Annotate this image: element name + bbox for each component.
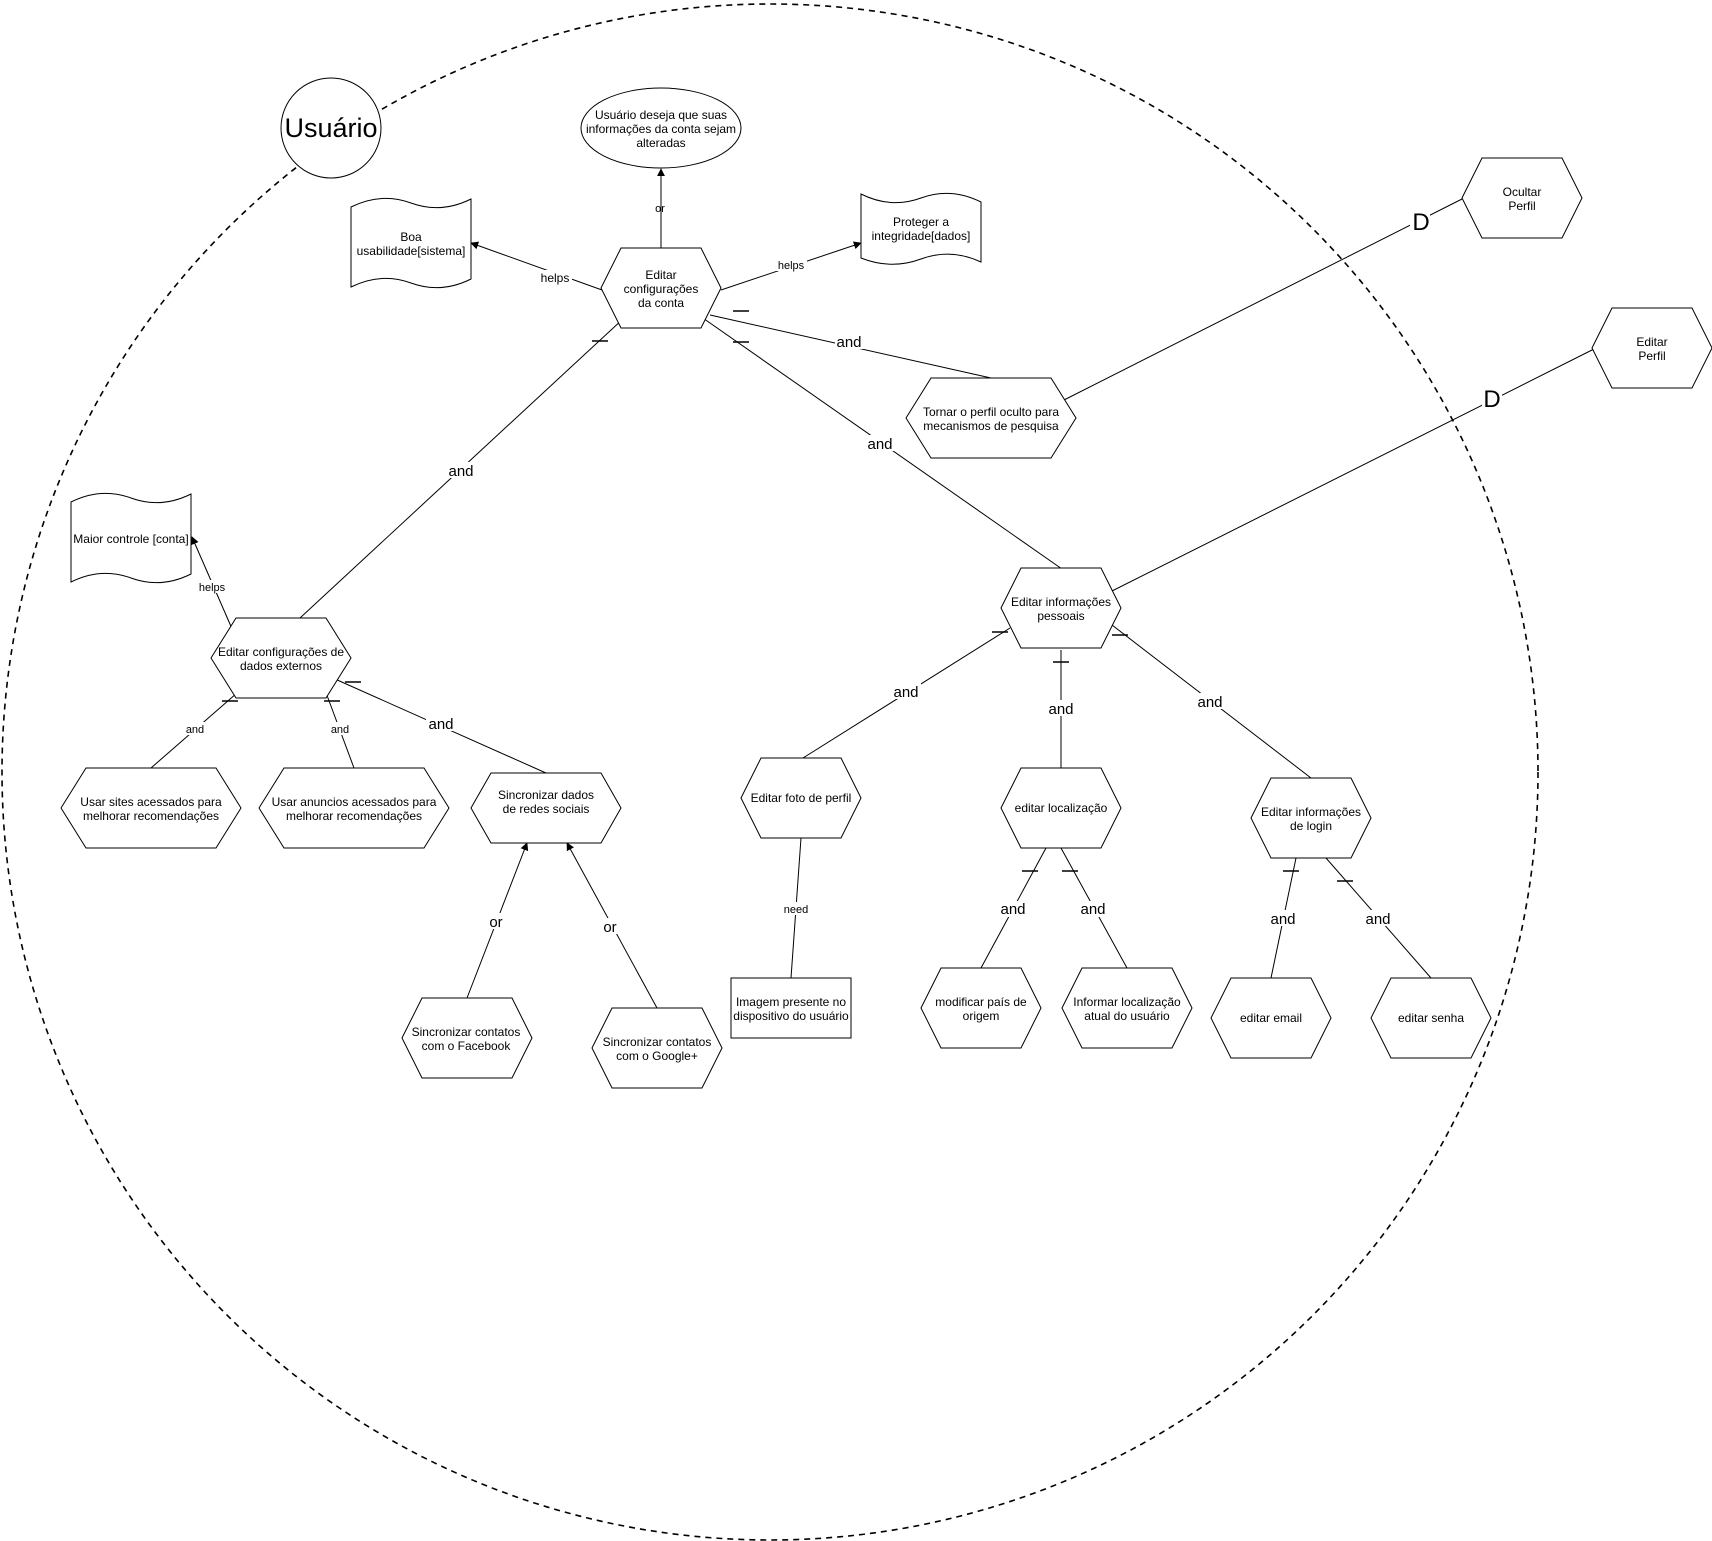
edge-label-and-sites: and — [186, 724, 204, 736]
svg-text:melhorar recomendações: melhorar recomendações — [83, 809, 219, 823]
svg-text:Tornar o perfil oculto para: Tornar o perfil oculto para — [923, 405, 1059, 419]
softgoal-maior-controle[interactable]: Maior controle [conta] — [70, 492, 192, 584]
task-editar-informacoes-pessoais[interactable]: Editar informações pessoais — [1000, 567, 1122, 649]
task-sincronizar-facebook[interactable]: Sincronizar contatos com o Facebook — [401, 997, 533, 1079]
edge-label-helps-proteger: helps — [778, 260, 805, 272]
svg-text:Editar: Editar — [645, 268, 676, 282]
svg-text:Editar configurações de: Editar configurações de — [218, 645, 344, 659]
edge-label-helps-maior: helps — [199, 582, 226, 594]
task-usar-sites[interactable]: Usar sites acessados para melhorar recom… — [60, 767, 242, 849]
svg-text:pessoais: pessoais — [1037, 609, 1084, 623]
edge-label-and-tornar: and — [836, 334, 861, 351]
actor-usuario[interactable]: Usuário — [280, 77, 382, 179]
svg-text:alteradas: alteradas — [636, 136, 685, 150]
edge-label-and-email: and — [1270, 911, 1295, 928]
svg-text:modificar país de: modificar país de — [935, 995, 1027, 1009]
edge-label-d-ocultar: D — [1412, 209, 1429, 236]
nodes: Usuário Usuário deseja que suas informaç… — [60, 77, 1712, 1089]
svg-text:Editar foto de perfil: Editar foto de perfil — [751, 791, 852, 805]
task-sincronizar-redes-sociais[interactable]: Sincronizar dados de redes sociais — [470, 772, 622, 844]
svg-text:mecanismos de pesquisa: mecanismos de pesquisa — [923, 419, 1059, 433]
svg-text:com o Facebook: com o Facebook — [422, 1039, 512, 1053]
svg-text:configurações: configurações — [624, 282, 699, 296]
svg-text:origem: origem — [963, 1009, 1000, 1023]
edge-label-or-facebook: or — [489, 914, 502, 931]
edge-label-or-goal: or — [655, 203, 665, 215]
softgoal-boa-usabilidade[interactable]: Boa usabilidade[sistema] — [350, 197, 472, 289]
task-sincronizar-google[interactable]: Sincronizar contatos com o Google+ — [591, 1007, 723, 1089]
svg-text:dispositivo do usuário: dispositivo do usuário — [733, 1009, 849, 1023]
svg-text:Editar informações: Editar informações — [1261, 805, 1361, 819]
edge-label-and-pais: and — [1000, 901, 1025, 918]
svg-text:Imagem presente no: Imagem presente no — [736, 995, 846, 1009]
svg-text:Ocultar: Ocultar — [1503, 185, 1542, 199]
edge-label-and-redes: and — [428, 716, 453, 733]
edge-label-and-ext: and — [448, 463, 473, 480]
task-informar-localizacao-atual[interactable]: Informar localização atual do usuário — [1061, 967, 1193, 1049]
task-modificar-pais[interactable]: modificar país de origem — [920, 967, 1042, 1049]
edge-label-and-atual: and — [1080, 901, 1105, 918]
task-tornar-perfil-oculto[interactable]: Tornar o perfil oculto para mecanismos d… — [905, 377, 1077, 459]
task-editar-senha[interactable]: editar senha — [1370, 977, 1492, 1059]
task-editar-configuracoes-conta[interactable]: Editar configurações da conta — [600, 247, 722, 329]
svg-text:da conta: da conta — [638, 296, 684, 310]
task-editar-foto-perfil[interactable]: Editar foto de perfil — [740, 757, 862, 839]
task-editar-informacoes-login[interactable]: Editar informações de login — [1250, 777, 1372, 859]
svg-text:editar senha: editar senha — [1398, 1011, 1464, 1025]
edge-label-and-local: and — [1048, 701, 1073, 718]
goal-alterar-informacoes[interactable]: Usuário deseja que suas informações da c… — [580, 87, 742, 169]
edge-helps-boa — [470, 241, 603, 291]
edge-label-and-foto: and — [893, 684, 918, 701]
svg-text:de login: de login — [1290, 819, 1332, 833]
softgoal-proteger-integridade[interactable]: Proteger a integridade[dados] — [860, 192, 982, 265]
svg-text:Perfil: Perfil — [1638, 349, 1665, 363]
edge-d-ocultar — [1059, 198, 1463, 403]
task-usar-anuncios[interactable]: Usar anuncios acessados para melhorar re… — [258, 767, 450, 849]
svg-text:Usuário deseja que suas: Usuário deseja que suas — [595, 108, 727, 122]
svg-text:Sincronizar contatos: Sincronizar contatos — [603, 1035, 712, 1049]
svg-text:Proteger a: Proteger a — [893, 215, 949, 229]
svg-text:Informar localização: Informar localização — [1073, 995, 1181, 1009]
svg-text:editar email: editar email — [1240, 1011, 1302, 1025]
svg-text:Maior controle [conta]: Maior controle [conta] — [73, 532, 188, 546]
svg-text:informações da conta sejam: informações da conta sejam — [586, 122, 736, 136]
task-editar-dados-externos[interactable]: Editar configurações de dados externos — [210, 617, 352, 699]
svg-text:Boa: Boa — [400, 230, 422, 244]
task-editar-email[interactable]: editar email — [1210, 977, 1332, 1059]
svg-text:melhorar recomendações: melhorar recomendações — [286, 809, 422, 823]
svg-text:integridade[dados]: integridade[dados] — [872, 229, 971, 243]
edge-label-helps-boa: helps — [541, 271, 570, 285]
edge-label-and-anuncios: and — [331, 724, 349, 736]
svg-text:Editar informações: Editar informações — [1011, 595, 1111, 609]
svg-text:usabilidade[sistema]: usabilidade[sistema] — [357, 244, 466, 258]
actor-label: Usuário — [284, 113, 377, 143]
svg-text:com o Google+: com o Google+ — [616, 1049, 698, 1063]
edges: or helps helps and and and D D — [150, 168, 1595, 1009]
svg-text:editar localização: editar localização — [1015, 801, 1108, 815]
svg-text:Usar anuncios acessados para: Usar anuncios acessados para — [272, 795, 437, 809]
edge-label-and-pessoais: and — [867, 436, 892, 453]
edge-label-and-senha: and — [1365, 911, 1390, 928]
svg-text:Editar: Editar — [1636, 335, 1667, 349]
edge-label-and-login: and — [1197, 694, 1222, 711]
svg-text:de redes sociais: de redes sociais — [503, 802, 590, 816]
edge-label-or-google: or — [603, 919, 616, 936]
actor-boundary — [1, 3, 1539, 1541]
edge-label-d-editar-perfil: D — [1483, 386, 1500, 413]
edge-label-need-imagem: need — [784, 904, 808, 916]
svg-text:Sincronizar contatos: Sincronizar contatos — [412, 1025, 521, 1039]
svg-text:Usar sites acessados para: Usar sites acessados para — [80, 795, 222, 809]
task-ocultar-perfil[interactable]: Ocultar Perfil — [1461, 157, 1583, 239]
resource-imagem-dispositivo[interactable]: Imagem presente no dispositivo do usuári… — [730, 977, 852, 1039]
edge-d-editar-perfil — [1107, 348, 1595, 594]
task-editar-perfil[interactable]: Editar Perfil — [1591, 307, 1712, 389]
task-editar-localizacao[interactable]: editar localização — [1000, 767, 1122, 849]
svg-text:dados externos: dados externos — [240, 659, 322, 673]
svg-text:Perfil: Perfil — [1508, 199, 1535, 213]
svg-text:atual do usuário: atual do usuário — [1084, 1009, 1170, 1023]
svg-text:Sincronizar dados: Sincronizar dados — [498, 788, 594, 802]
